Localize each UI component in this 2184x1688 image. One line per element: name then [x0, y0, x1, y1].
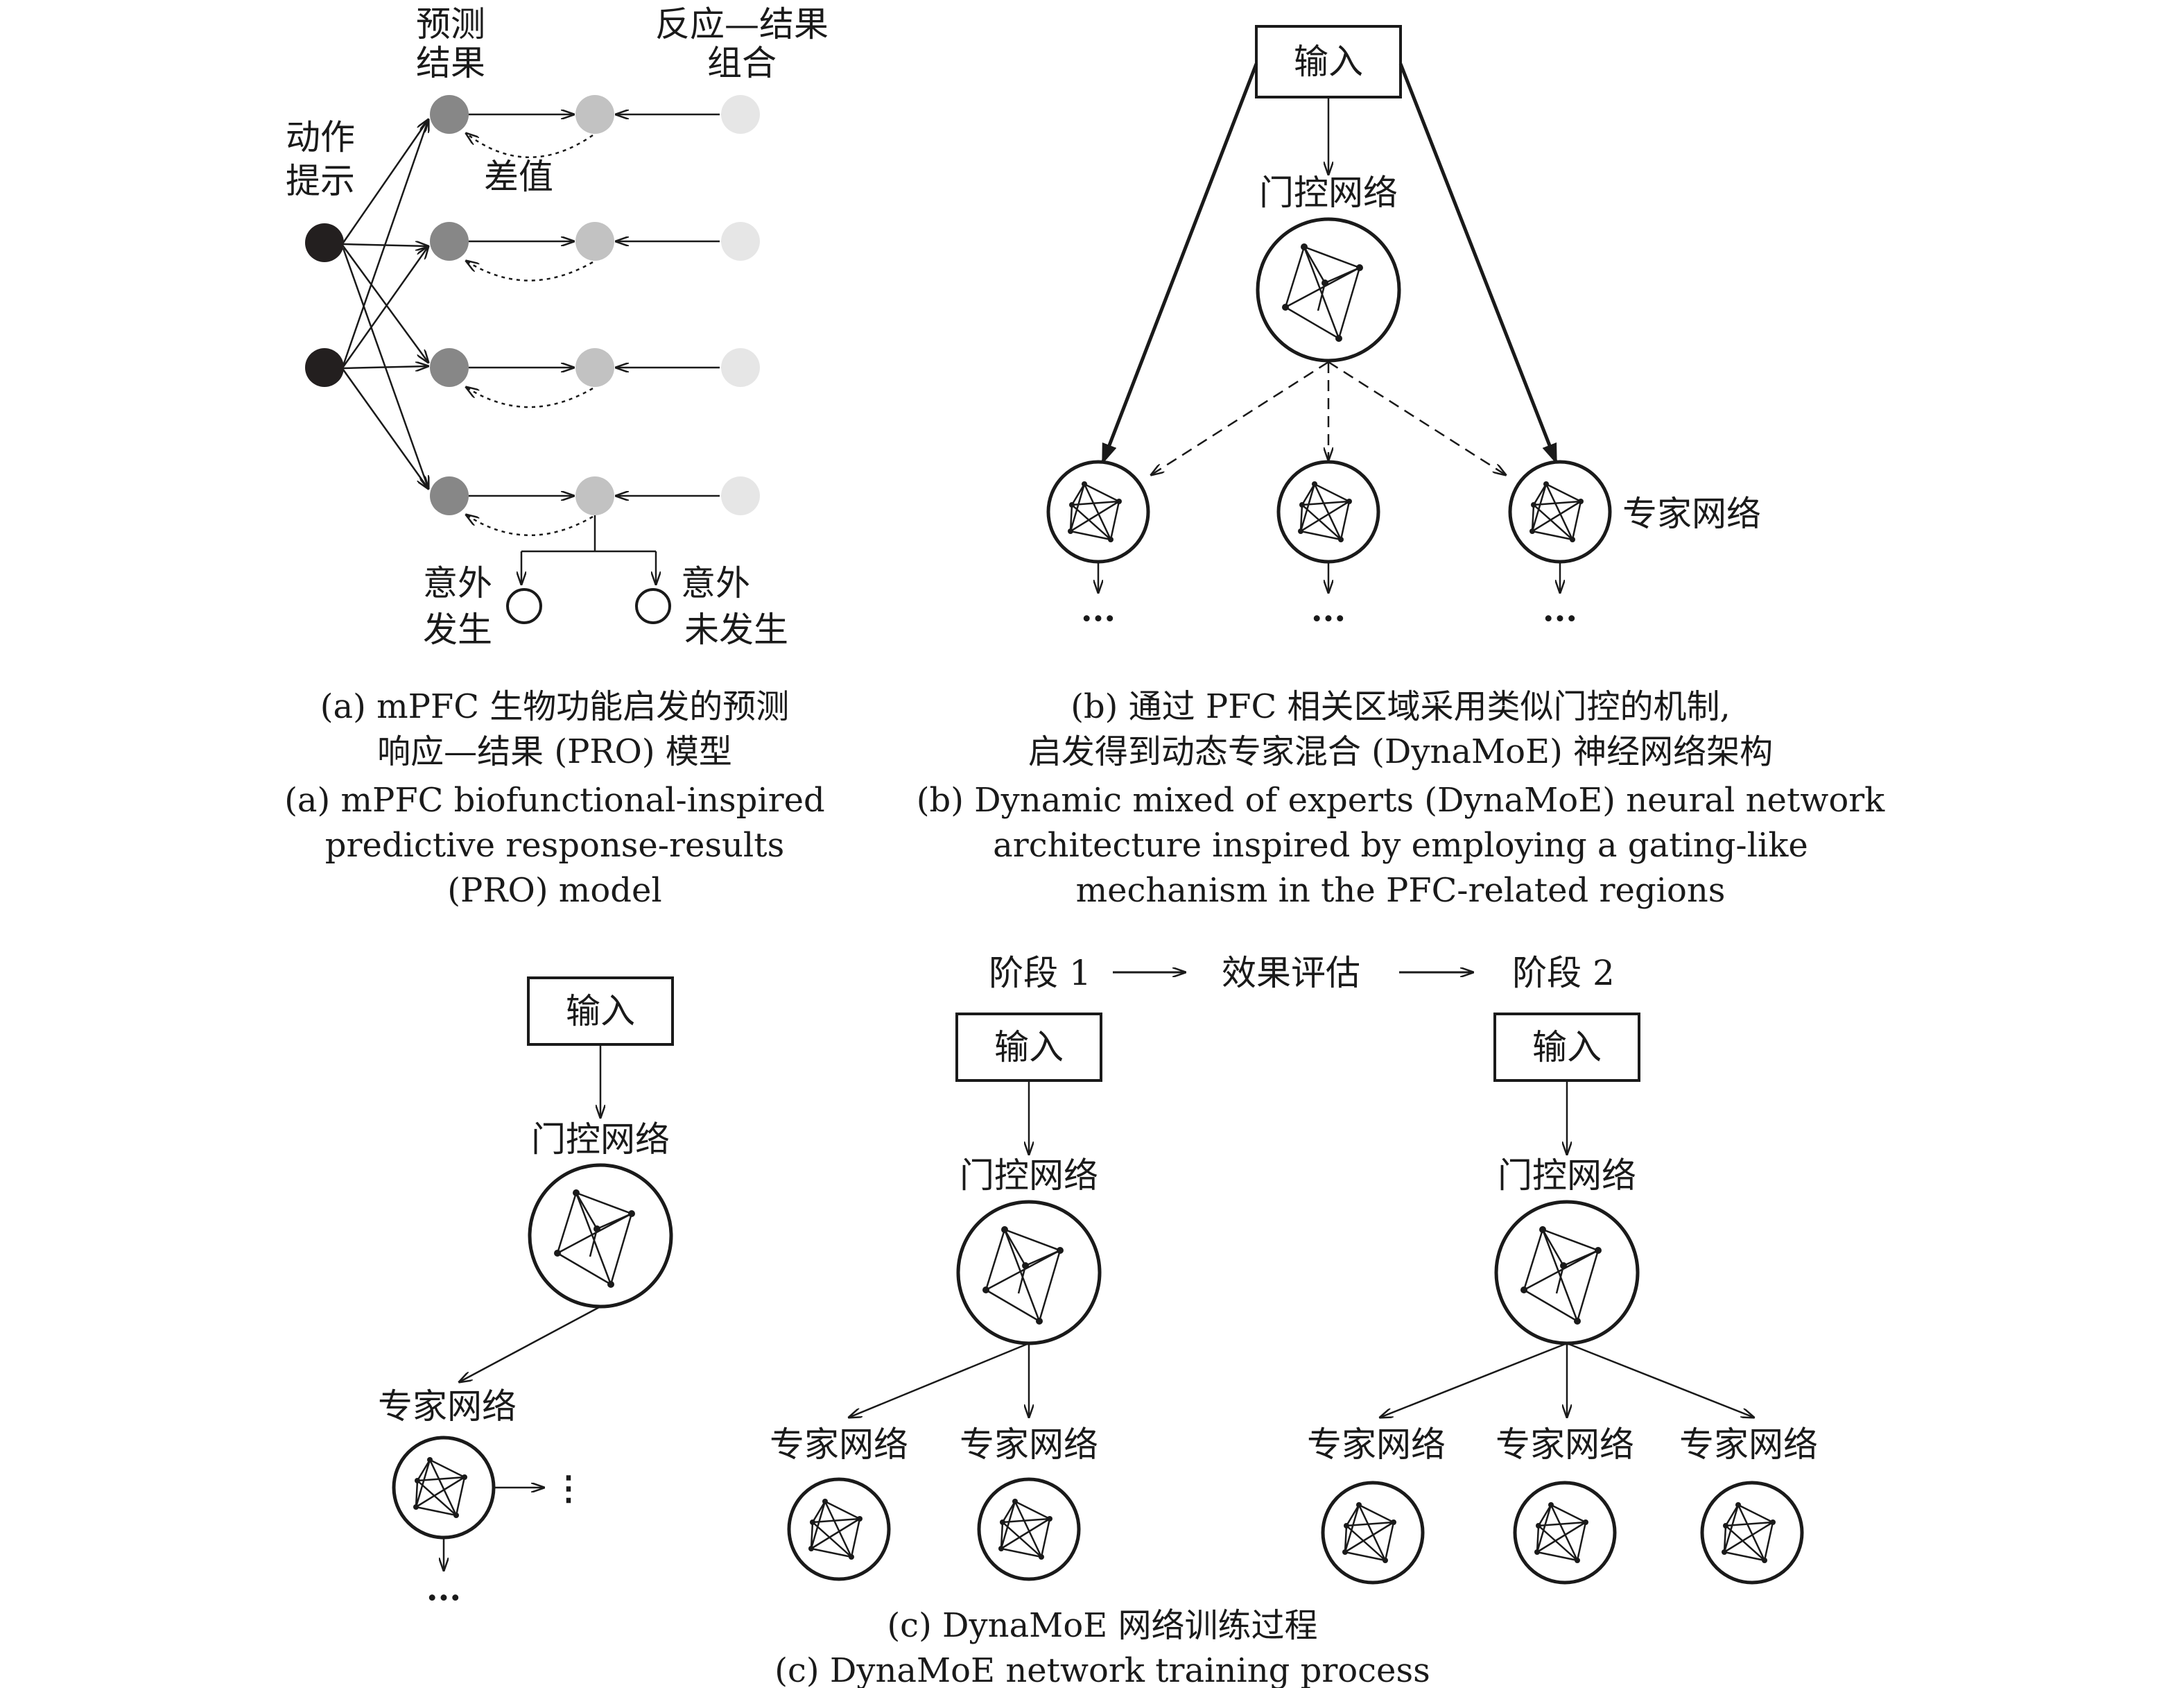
caption-b-en-line3: mechanism in the PFC-related regions	[1076, 871, 1726, 910]
expert-network	[1321, 1481, 1425, 1585]
stage2-label: 阶段 2	[1512, 953, 1615, 993]
expert-network	[787, 1477, 891, 1581]
caption-b-en-line2: architecture inspired by employing a gat…	[993, 826, 1808, 865]
label-surprise-line2: 发生	[423, 610, 492, 650]
caption-a-zh-line1: (a) mPFC 生物功能启发的预测	[320, 687, 789, 726]
expert-network	[977, 1477, 1081, 1581]
input-label: 输入	[1294, 42, 1363, 82]
initial-system: 输入 门控网络 专家网络 ⋮ ···	[378, 976, 674, 1617]
label-no-surprise-line2: 未发生	[684, 610, 788, 650]
input-box	[527, 976, 674, 1046]
gating-label: 门控网络	[1498, 1155, 1636, 1196]
label-response-line2: 组合	[707, 43, 777, 83]
panel-a: 预测 结果 反应—结果 组合 动作 提示 差值	[284, 4, 829, 910]
caption-a-en-line3: (PRO) model	[447, 871, 661, 910]
caption-b-zh-line1: (b) 通过 PFC 相关区域采用类似门控的机制,	[1071, 687, 1731, 726]
stage1-system: 输入 门控网络 专家网络 专家网络	[770, 1013, 1102, 1581]
expert-label: 专家网络	[378, 1386, 517, 1427]
expert-label: 专家网络	[1307, 1424, 1446, 1465]
expert-label: 专家网络	[1679, 1424, 1818, 1465]
difference-node	[575, 348, 614, 387]
input-label: 输入	[994, 1027, 1064, 1067]
pro-row	[430, 222, 760, 282]
input-box	[955, 1013, 1102, 1082]
label-surprise-line1: 意外	[423, 563, 492, 603]
gating-network	[1494, 1200, 1640, 1345]
label-cue-line2: 提示	[286, 161, 355, 201]
outcome-branch	[521, 515, 656, 585]
ellipsis: ···	[426, 1578, 461, 1617]
no-surprise-node	[635, 588, 671, 624]
label-prediction-line1: 预测	[416, 4, 485, 44]
gating-network	[956, 1200, 1102, 1345]
pro-row	[430, 476, 760, 536]
expert-network	[392, 1436, 496, 1540]
expert-network	[1700, 1481, 1804, 1585]
vertical-ellipsis: ⋮	[552, 1469, 585, 1508]
gating-network	[528, 1163, 673, 1309]
gating-network	[1256, 217, 1401, 363]
caption-a-en-line2: predictive response-results	[325, 826, 784, 865]
input-box	[1255, 25, 1402, 98]
difference-node	[575, 222, 614, 261]
caption-b-en-line1: (b) Dynamic mixed of experts (DynaMoE) n…	[917, 781, 1885, 820]
caption-a-en-line1: (a) mPFC biofunctional-inspired	[284, 781, 825, 820]
prediction-node	[430, 348, 469, 387]
combination-node	[721, 348, 760, 387]
combination-node	[721, 95, 760, 134]
prediction-node	[430, 476, 469, 515]
surprise-node	[506, 588, 542, 624]
ellipsis: ···	[1081, 599, 1116, 638]
gating-label: 门控网络	[1259, 173, 1398, 213]
label-cue-line1: 动作	[286, 117, 355, 157]
prediction-node	[430, 95, 469, 134]
label-prediction-line2: 结果	[416, 43, 485, 83]
label-no-surprise-line1: 意外	[681, 563, 750, 603]
expert-network	[1046, 460, 1150, 564]
expert-network	[1276, 460, 1380, 564]
difference-node	[575, 476, 614, 515]
cue-node	[305, 223, 344, 262]
ellipsis: ···	[1543, 599, 1577, 638]
expert-label: 专家网络	[960, 1424, 1098, 1465]
caption-c-en: (c) DynaMoE network training process	[774, 1651, 1430, 1688]
caption-b-zh-line2: 启发得到动态专家混合 (DynaMoE) 神经网络架构	[1028, 732, 1773, 771]
input-label: 输入	[566, 991, 635, 1031]
gating-label: 门控网络	[531, 1119, 670, 1160]
combination-node	[721, 222, 760, 261]
evaluation-label: 效果评估	[1222, 953, 1360, 993]
expert-label: 专家网络	[770, 1424, 908, 1465]
difference-node	[575, 95, 614, 134]
pro-row	[430, 348, 760, 408]
gating-label: 门控网络	[960, 1155, 1098, 1196]
stage2-system: 输入 门控网络 专家网络 专家网络 专家网络	[1307, 1013, 1818, 1585]
expert-network	[1508, 460, 1612, 564]
expert-label: 专家网络	[1622, 494, 1761, 534]
prediction-node	[430, 222, 469, 261]
pro-row	[430, 95, 760, 158]
cue-node	[305, 348, 344, 387]
caption-c-zh: (c) DynaMoE 网络训练过程	[887, 1606, 1317, 1645]
panel-c: 阶段 1 效果评估 阶段 2 输入 门控网络 专家网络 ⋮ ···	[378, 953, 1818, 1688]
caption-a-zh-line2: 响应—结果 (PRO) 模型	[377, 732, 732, 771]
expert-network	[1513, 1481, 1617, 1585]
expert-label: 专家网络	[1496, 1424, 1634, 1465]
combination-node	[721, 476, 760, 515]
input-label: 输入	[1532, 1027, 1602, 1067]
panel-b: 输入 门控网络 专家网络 ··· ··· ··· (b)	[917, 25, 1885, 910]
label-difference: 差值	[484, 157, 553, 197]
label-response-line1: 反应—结果	[655, 4, 829, 44]
ellipsis: ···	[1311, 599, 1346, 638]
cue-arrows	[342, 119, 428, 489]
stage1-label: 阶段 1	[989, 953, 1091, 993]
